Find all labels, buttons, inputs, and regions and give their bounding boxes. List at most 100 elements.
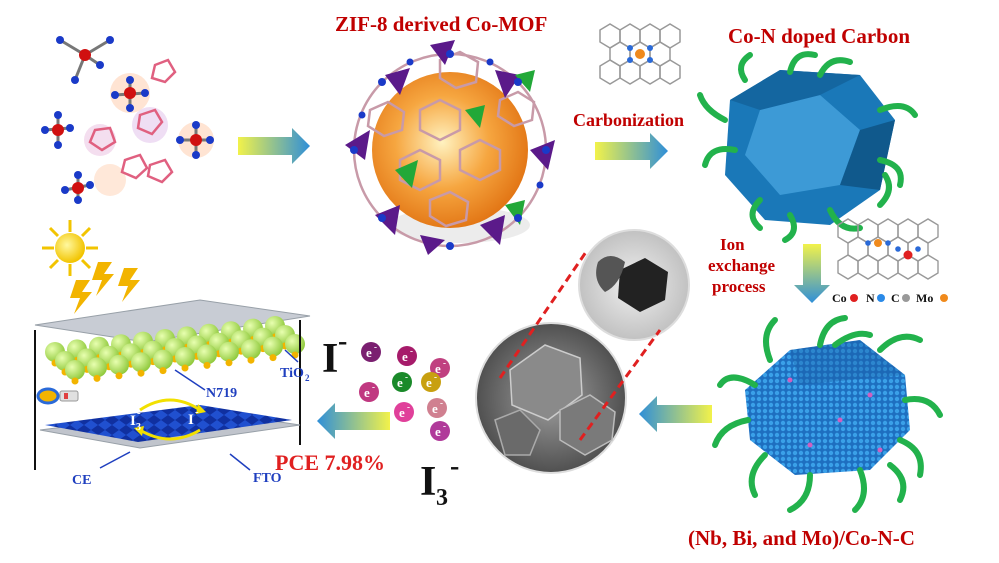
svg-text:Co: Co [832,291,847,305]
svg-text:3: 3 [436,485,448,511]
n719-label: N719 [174,369,237,401]
con-title: Co-N doped Carbon [728,24,910,48]
svg-text:-: - [338,326,347,357]
electron-ball [392,372,412,392]
electron-label: e [366,345,372,360]
svg-text:N719: N719 [206,386,237,401]
electron-charge: - [407,402,410,412]
electron-label: e [435,424,441,439]
fto-label: FTO [229,453,282,486]
electron-label: e [402,349,408,364]
svg-text:-: - [450,451,459,482]
electron-ball [361,342,381,362]
svg-text:CE: CE [72,473,91,488]
tio2-sphere [197,344,217,365]
electron-charge: - [443,421,446,431]
battery-icon [59,390,79,402]
co-n-carbon-dodecahedron [697,51,918,243]
electron-ball [397,346,417,366]
electron-charge: - [405,372,408,382]
tio2-sphere [263,336,283,357]
dye-dot [247,356,255,364]
tio2-sphere [241,339,261,360]
carbonization-label: Carbonization [573,110,684,130]
tio2-sphere [87,357,107,378]
arrow-product-to-sem [639,396,712,432]
electron-cluster: e-e-e-e-e-e-e-e-e- [359,342,450,441]
tio2-sphere [285,334,305,354]
graphene-lattice-doped [837,218,939,280]
dye-dot [225,359,233,367]
tio2-sphere [131,352,151,373]
arrow-precursor-to-mof [238,128,310,164]
tem-image [578,229,690,341]
electron-ball [427,398,447,418]
solar-cell-device [34,299,311,470]
arrow-mof-to-carbon [595,133,668,169]
atom-legend: Co N C Mo [832,291,948,305]
product-label: (Nb, Bi, and Mo)/Co-N-C [688,526,915,550]
dye-dot [159,367,167,375]
svg-text:I: I [420,459,436,505]
tio2-sphere [65,360,85,380]
zif8-title: ZIF-8 derived Co-MOF [335,12,547,36]
electron-label: e [426,375,432,390]
sem-image [475,322,627,474]
electron-charge: - [434,372,437,382]
doped-co-n-c-particle [712,315,943,513]
zoom-lines [498,251,662,441]
svg-text:I: I [130,413,136,429]
electron-label: e [435,361,441,376]
tio2-label: TiO 2 [280,349,310,383]
svg-text:N: N [866,291,875,305]
iodide-label: I - [322,326,347,382]
ion-exchange-line2: exchange [708,256,776,275]
graphene-lattice-top [599,23,681,85]
electron-label: e [397,375,403,390]
dye-dot [115,372,123,380]
electron-charge: - [443,358,446,368]
svg-text:I: I [322,336,338,382]
dye-molecule-icon [36,387,60,405]
electron-charge: - [372,382,375,392]
electron-label: e [399,405,405,420]
electron-ball [394,402,414,422]
electron-label: e [432,401,438,416]
svg-text:C: C [891,291,900,305]
svg-text:3: 3 [136,422,141,433]
electron-ball [421,372,441,392]
precursor-molecules [41,36,214,204]
tio2-sphere [109,354,129,375]
ion-exchange-line1: Ion [720,235,745,254]
svg-text:Mo: Mo [916,291,933,305]
tio2-sphere [153,349,173,370]
svg-text:I: I [188,412,194,428]
cell-inner-i: I - [188,406,199,428]
tio2-sphere [219,341,239,362]
electron-charge: - [440,398,443,408]
electron-ball [359,382,379,402]
dye-dot [93,374,101,382]
svg-text:FTO: FTO [253,471,282,486]
lightning-icon [70,262,140,314]
svg-text:2: 2 [305,373,310,383]
sun-icon [42,220,98,276]
dye-dot [203,361,211,369]
dye-dot [181,364,189,372]
ce-label: CE [72,451,131,488]
electron-ball [430,421,450,441]
arrow-to-solar-cell [317,403,390,439]
svg-text:-: - [137,407,141,419]
svg-text:TiO: TiO [280,366,304,381]
dye-dot [71,377,79,385]
triiodide-label: I 3 - [420,451,459,511]
dye-dot [269,354,277,362]
dye-dot [137,369,145,377]
electron-label: e [364,385,370,400]
tio2-sphere [175,347,195,367]
electron-charge: - [374,342,377,352]
pce-label: PCE 7.98% [275,450,385,475]
electron-charge: - [410,346,413,356]
svg-text:-: - [195,406,199,418]
